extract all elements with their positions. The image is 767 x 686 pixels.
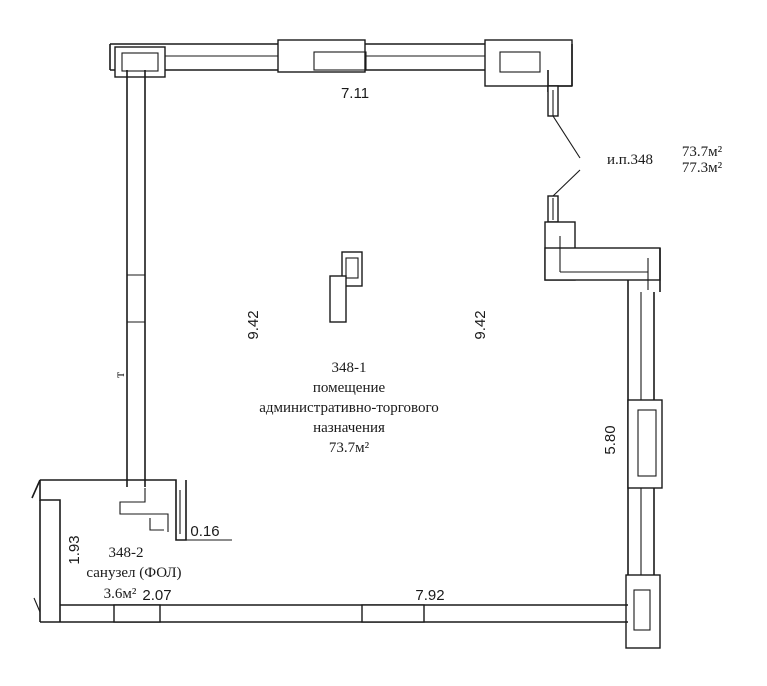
column-top-right [484,39,573,92]
right-wall-lower [625,292,663,649]
dim-wc-height: 1.93 [66,535,83,564]
dim-wc-niche: 0.16 [190,523,219,540]
room-name-line2: административно-торгового [259,400,439,416]
room-name-line3: назначения [313,420,385,436]
bottom-wall [33,500,628,623]
dim-bottom-long: 7.92 [415,587,444,604]
room-number-wc: 348-2 [109,545,144,561]
ventilation-shaft [329,251,363,323]
wc-partition [31,479,232,622]
totals-area-2: 77.3м² [682,160,723,176]
dim-right-height: 9.42 [472,310,489,339]
room-label-wc: 348-2 санузел (ФОЛ) 3.6м² [86,545,181,602]
dim-top: 7.11 [341,85,369,102]
window-top-middle [277,39,367,73]
totals-area-1: 73.7м² [682,144,723,160]
right-wall-jog [544,221,661,292]
left-wall: т [113,70,146,487]
room-number-main: 348-1 [332,360,367,376]
room-area-main: 73.7м² [329,440,370,456]
entrance-door [547,85,581,223]
dim-bottom-short: 2.07 [142,587,171,604]
dim-right-lower: 5.80 [602,425,619,454]
column-top-left [114,46,166,78]
dim-left-height: 9.42 [245,310,262,339]
totals-unit: и.п.348 [607,152,653,168]
room-name-line1: помещение [313,380,386,396]
room-area-wc: 3.6м² [104,586,137,602]
room-label-main: 348-1 помещение административно-торговог… [259,360,439,456]
totals-label: и.п.348 73.7м² 77.3м² [607,144,723,176]
room-name-wc: санузел (ФОЛ) [86,565,181,581]
svg-text:т: т [113,372,128,378]
